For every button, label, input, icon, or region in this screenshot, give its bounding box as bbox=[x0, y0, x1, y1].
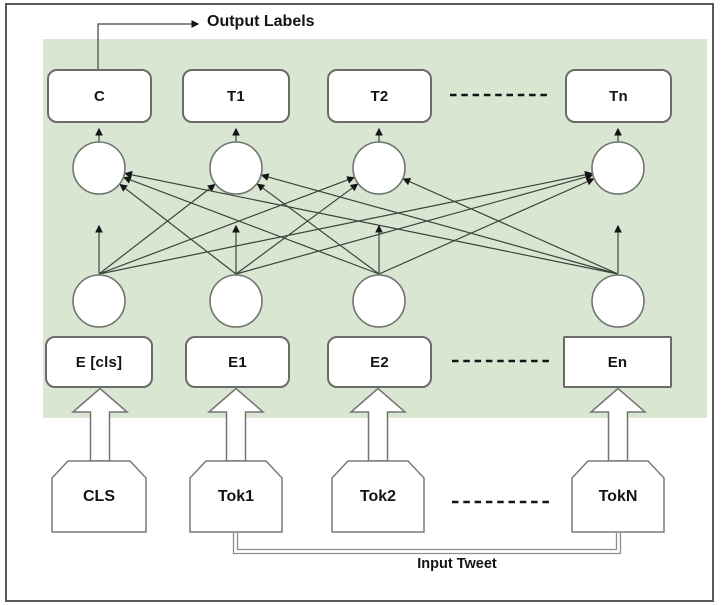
token-tok2-label: Tok2 bbox=[359, 488, 397, 505]
upper-vertical-arrows bbox=[95, 127, 622, 142]
upper-circles bbox=[72, 141, 645, 195]
token-tok1-label: Tok1 bbox=[217, 488, 255, 505]
input-tweet-text: Input Tweet bbox=[417, 556, 497, 572]
lower-vertical-arrows bbox=[95, 224, 622, 273]
token-tokn-label: TokN bbox=[598, 488, 638, 505]
embedding-box-e1: E1 bbox=[185, 336, 290, 388]
output-box-c: C bbox=[47, 69, 152, 123]
output-box-tn: Tn bbox=[565, 69, 672, 123]
embedding-box-e2: E2 bbox=[327, 336, 432, 388]
embedding-box-ecls: E [cls] bbox=[45, 336, 153, 388]
output-box-t1: T1 bbox=[182, 69, 290, 123]
token-shapes bbox=[51, 460, 665, 533]
token-cls-label: CLS bbox=[83, 488, 115, 505]
output-box-t2: T2 bbox=[327, 69, 432, 123]
input-tweet-bracket bbox=[232, 533, 622, 555]
output-labels-arrow bbox=[97, 20, 200, 70]
embedding-box-en: En bbox=[563, 336, 672, 388]
output-labels-text: Output Labels bbox=[207, 13, 315, 30]
attention-connections bbox=[98, 171, 619, 275]
ellipsis-dashes bbox=[450, 93, 551, 504]
lower-circles bbox=[72, 274, 645, 328]
token-block-arrows bbox=[70, 387, 648, 462]
